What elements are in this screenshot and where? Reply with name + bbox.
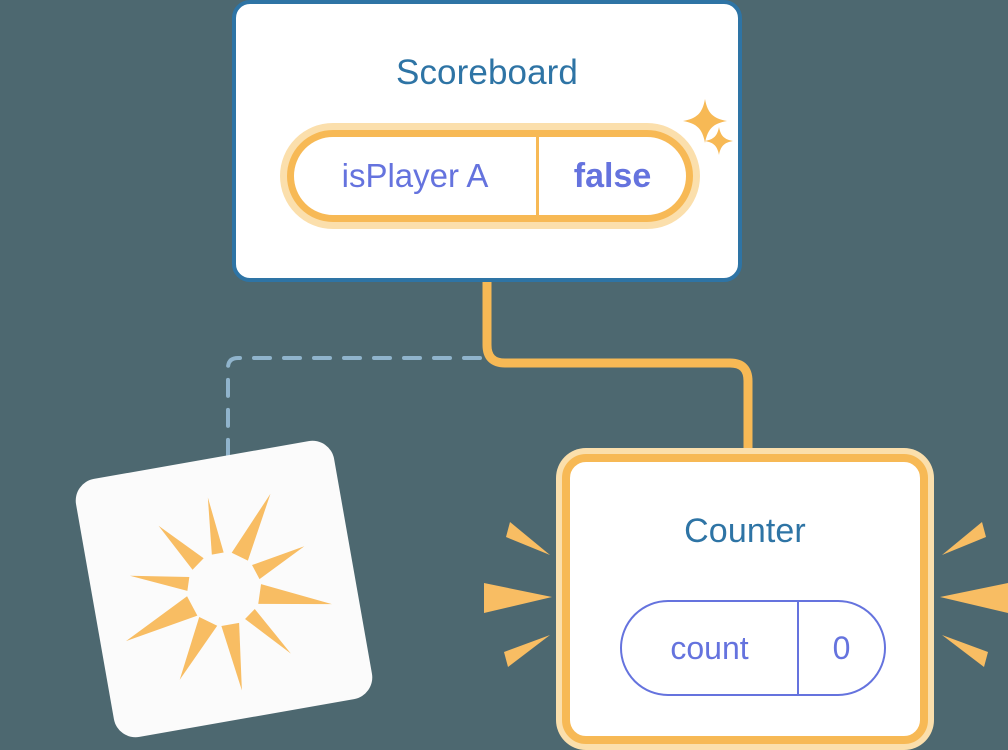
counter-title: Counter	[684, 512, 806, 550]
counter-state-key: count	[670, 629, 749, 666]
counter-pill-divider	[797, 602, 799, 694]
burst-rays-right	[940, 522, 1008, 667]
card-counter[interactable]: Counter count 0	[556, 448, 934, 750]
blank-burst-card[interactable]	[72, 437, 376, 741]
scoreboard-state-value: false	[573, 156, 652, 195]
scoreboard-state-key: isPlayer A	[341, 157, 489, 194]
burst-rays-blank-card	[125, 493, 332, 691]
scoreboard-state-pill-inner: isPlayer A false	[287, 130, 693, 222]
burst-rays-left	[484, 522, 552, 667]
scoreboard-state-pill[interactable]: isPlayer A false	[280, 123, 700, 229]
card-counter-inner: Counter count 0	[562, 454, 928, 744]
scoreboard-pill-divider	[536, 137, 539, 215]
counter-state-value: 0	[832, 629, 851, 666]
sparkle-large-icon	[683, 99, 727, 143]
scoreboard-title: Scoreboard	[396, 53, 578, 92]
card-scoreboard[interactable]: Scoreboard isPlayer A false	[232, 0, 742, 282]
connector-scoreboard-to-counter	[482, 282, 753, 458]
counter-state-pill[interactable]: count 0	[620, 600, 886, 696]
sparkle-small-icon	[705, 127, 733, 155]
